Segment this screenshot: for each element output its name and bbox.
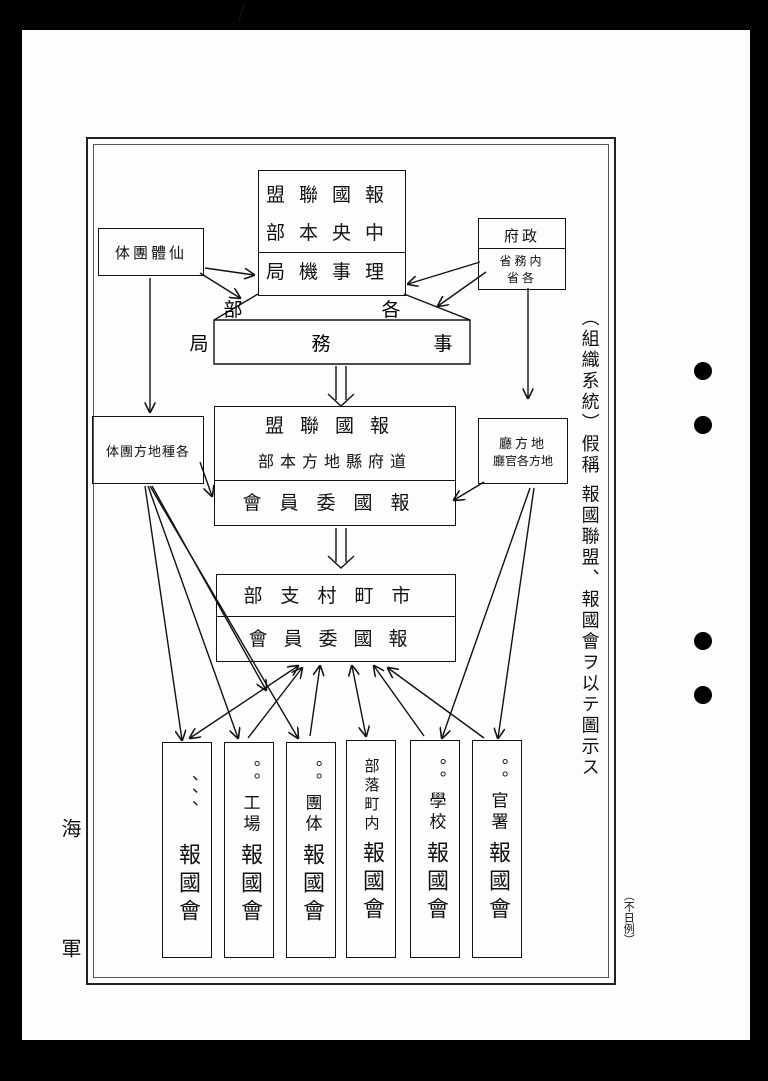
prefecture-line-3: 會員委國報	[215, 479, 455, 525]
local-government-line-2: 廳官各方地	[492, 454, 553, 468]
municipal-box: 部支村町市 會員委國報	[216, 574, 456, 662]
column-box-4: 部落町内 報國會	[346, 740, 396, 958]
column-box-6: 。。官署 報國會	[472, 740, 522, 958]
column-2-prefix: 。。工場	[239, 760, 260, 836]
organizations-label: 体團體仙	[114, 243, 187, 262]
central-line-3: 局機事理	[259, 251, 405, 291]
secretariat-label: 局 務 事	[189, 332, 495, 355]
document-page	[22, 30, 750, 1040]
secretariat-box: 局 務 事	[190, 320, 470, 364]
column-box-3: 。。團体 報國會	[286, 742, 336, 958]
column-2-label: 報國會	[237, 843, 262, 927]
margin-label: 海 軍	[58, 818, 82, 998]
prefecture-line-1: 盟聯國報	[264, 414, 405, 437]
column-1-prefix: 、、、	[177, 775, 198, 821]
binder-hole-3	[694, 632, 712, 650]
local-government-box: 廳方地 廳官各方地	[478, 418, 568, 484]
column-box-5: 。。學校 報國會	[410, 740, 460, 958]
binder-hole-1	[694, 362, 712, 380]
government-sub2: 省各	[506, 270, 537, 285]
column-6-prefix: 。。官署	[487, 758, 508, 834]
central-headquarters-box: 盟聯國報 部本央中 局機事理	[258, 170, 406, 296]
government-title: 府政	[479, 223, 565, 249]
local-organizations-label: 体團方地種各	[105, 444, 190, 460]
local-government-line-1: 廳方地	[498, 437, 547, 452]
column-5-prefix: 。。學校	[425, 758, 446, 834]
column-4-prefix: 部落町内	[362, 758, 381, 834]
binder-hole-2	[694, 416, 712, 434]
column-1-label: 報國會	[175, 843, 200, 927]
binder-hole-4	[694, 686, 712, 704]
diagram-frame	[86, 137, 616, 985]
prefecture-box: 盟聯國報 部本方地縣府道 會員委國報	[214, 406, 456, 526]
ministries-label: 部 各	[214, 296, 470, 321]
column-4-label: 報國會	[359, 841, 384, 925]
municipal-line-2: 會員委國報	[217, 615, 455, 661]
column-6-label: 報國會	[485, 841, 510, 925]
government-box: 府政 省務内 省各	[478, 218, 566, 290]
prefecture-line-2: 部本方地縣府道	[257, 451, 412, 471]
central-line-2: 部本央中	[265, 221, 398, 244]
ministries-label-text: 部 各	[223, 298, 461, 321]
column-3-label: 報國會	[299, 843, 324, 927]
column-3-prefix: 。。團体	[301, 760, 322, 836]
central-line-1: 盟聯國報	[265, 183, 398, 206]
column-5-label: 報國會	[423, 841, 448, 925]
government-sub1: 省務内	[499, 253, 545, 268]
column-box-2: 。。工場 報國會	[224, 742, 274, 958]
corner-mark: /	[238, 0, 246, 25]
municipal-line-1: 部支村町市	[243, 584, 429, 607]
caption-main: （組織系統）假稱 報國聯盟、報國會ヲ以テ圖示ス	[578, 308, 600, 779]
caption-small: （不日例）	[622, 890, 636, 945]
organizations-box: 体團體仙	[98, 228, 204, 276]
ministries-trapezoid	[213, 293, 471, 365]
local-organizations-box: 体團方地種各	[92, 416, 204, 484]
column-box-1: 、、、 報國會	[162, 742, 212, 958]
